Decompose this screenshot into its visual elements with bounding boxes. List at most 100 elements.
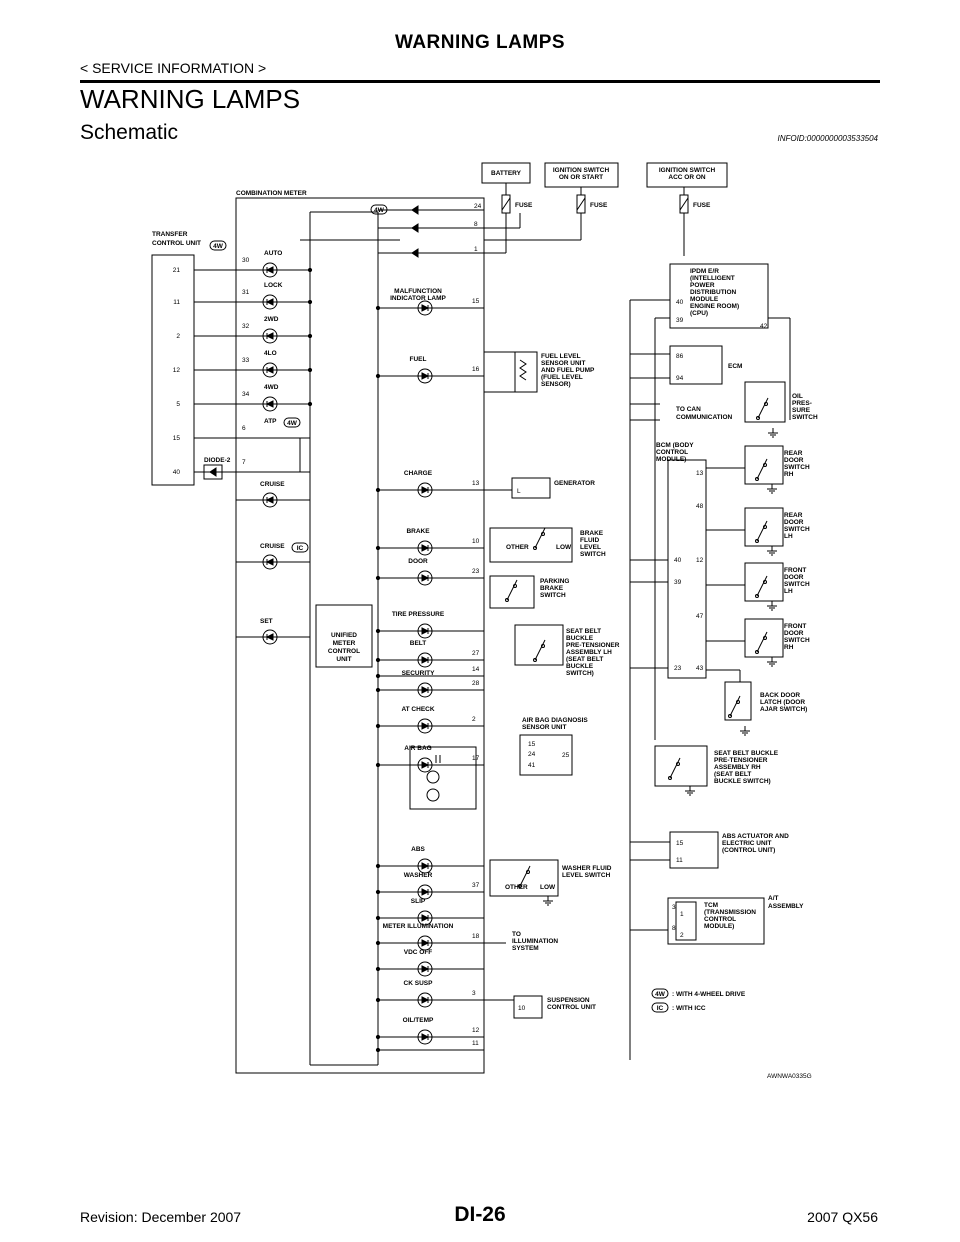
- seat-belt-rh-label: SEAT BELT BUCKLE: [714, 750, 779, 757]
- right-lamp-label: DOOR: [408, 558, 428, 565]
- junction-dot: [307, 333, 313, 339]
- lamp-icon: [417, 961, 433, 977]
- door-switch: [756, 575, 768, 597]
- lamp-diode-icon: [421, 372, 430, 380]
- airbag-unit-box: [519, 734, 573, 776]
- diode-2-icon: [209, 467, 217, 477]
- lamp-diode-icon: [421, 722, 430, 730]
- lamp-icon: [417, 718, 433, 734]
- switch-contact: [728, 714, 732, 718]
- tcm-pin: 3: [672, 904, 676, 911]
- transfer-pin: 12: [173, 367, 181, 374]
- fuel-sensor-resistor: [519, 359, 527, 381]
- ipdm-label: (CPU): [690, 310, 708, 317]
- lamp-icon: [417, 935, 433, 951]
- bcm-label: MODULE): [656, 456, 686, 463]
- meter-control-unit-label: UNIT: [336, 656, 351, 663]
- lamp-icon: [417, 482, 433, 498]
- brake-fluid-label: SWITCH: [580, 551, 606, 558]
- generator-label: GENERATOR: [554, 480, 595, 487]
- door-switch-label: RH: [784, 471, 794, 478]
- fuse-label: FUSE: [693, 202, 711, 209]
- page-header-subtitle: < SERVICE INFORMATION >: [80, 60, 267, 76]
- seat-belt-rh-switch: [669, 757, 681, 779]
- left-lower-lamp-label: CRUISE: [260, 481, 285, 488]
- right-lamp-label: AIR BAG: [404, 745, 431, 752]
- page-header-title: WARNING LAMPS: [394, 32, 566, 53]
- ipdm-pin: 42: [760, 323, 768, 330]
- combination-meter-title: COMBINATION METER: [236, 190, 307, 197]
- left-lamp-label: 2WD: [264, 316, 279, 323]
- abs-box: [669, 831, 719, 869]
- power-diode-icon: [411, 248, 419, 258]
- back-door-label: BACK DOOR: [760, 692, 800, 699]
- lamp-diode-icon: [265, 366, 274, 374]
- legend-text: : WITH ICC: [672, 1005, 706, 1012]
- ecm-pin: 86: [676, 353, 684, 360]
- tcm-pin: 8: [672, 925, 676, 932]
- oil-switch-box: [744, 381, 786, 423]
- junction-dot: [375, 657, 381, 663]
- tcm-label: CONTROL: [704, 916, 736, 923]
- lamp-diode-icon: [265, 332, 274, 340]
- door-switch-label: REAR: [784, 512, 803, 519]
- fuel-sensor-box: [514, 351, 538, 393]
- option-tag-label: 4W: [655, 991, 666, 998]
- seat-belt-rh-label: PRE-TENSIONER: [714, 757, 768, 764]
- door-switch-label: FRONT: [784, 623, 806, 630]
- ipdm-pin: 39: [676, 317, 684, 324]
- bcm-pin: 43: [696, 665, 704, 672]
- junction-dot: [375, 723, 381, 729]
- fuel-sensor-label: FUEL LEVEL: [541, 353, 581, 360]
- junction-dot: [375, 628, 381, 634]
- switch-contact: [756, 416, 760, 420]
- abs-label: ELECTRIC UNIT: [722, 840, 772, 847]
- door-switch-label: SWITCH: [784, 637, 810, 644]
- suspension-label: SUSPENSION: [547, 997, 590, 1004]
- switch-contact: [755, 477, 759, 481]
- airbag-unit-label: SENSOR UNIT: [522, 724, 566, 731]
- junction-dot: [375, 889, 381, 895]
- airbag-pin: 24: [528, 751, 536, 758]
- junction-dot: [307, 299, 313, 305]
- bcm-label: BCM (BODY: [656, 442, 694, 449]
- switch-contact: [505, 598, 509, 602]
- bcm-pin: 13: [696, 470, 704, 477]
- transfer-pin: 40: [173, 469, 181, 476]
- tcm-label: MODULE): [704, 923, 734, 930]
- section-title: WARNING LAMPS: [80, 84, 301, 114]
- washer-switch-box: [489, 859, 559, 897]
- oil-label: OIL: [792, 393, 803, 400]
- airbag-unit-label: AIR BAG DIAGNOSIS: [522, 717, 588, 724]
- illumination-label: ILLUMINATION: [512, 938, 558, 945]
- tcm-box: [675, 901, 697, 941]
- at-assembly-box: [667, 897, 765, 945]
- right-lamp-label: FUEL: [410, 356, 427, 363]
- lamp-diode-icon: [421, 656, 430, 664]
- door-switch-label: LH: [784, 533, 793, 540]
- power-diode-icon: [411, 223, 419, 233]
- oil-pressure-switch: [757, 397, 769, 419]
- right-lamp-label: CHARGE: [404, 470, 433, 477]
- washer-low-label: LOW: [540, 884, 556, 891]
- power-diode-icon: [411, 205, 419, 215]
- schematic-title: Schematic: [80, 121, 179, 144]
- door-switch-box: [744, 562, 784, 602]
- option-tag-label: 4W: [213, 243, 224, 250]
- ecm-pin: 94: [676, 375, 684, 382]
- right-lamp-label: OIL/TEMP: [403, 1017, 434, 1024]
- option-tag: [651, 988, 669, 999]
- left-lamp-label: 4LO: [264, 350, 277, 357]
- junction-dot: [375, 1047, 381, 1053]
- back-door-label: LATCH (DOOR: [760, 699, 805, 706]
- right-lamp-pin: 28: [472, 680, 480, 687]
- fuse-label: FUSE: [515, 202, 533, 209]
- abs-pin: 15: [676, 840, 684, 847]
- lamp-diode-icon: [421, 761, 430, 769]
- lamp-diode-icon: [421, 627, 430, 635]
- suspension-pin: 10: [518, 1005, 526, 1012]
- tcm-pin: 1: [680, 911, 684, 918]
- transfer-pin: 15: [173, 435, 181, 442]
- footer-model: 2007 QX56: [807, 1209, 878, 1225]
- brake-low-label: LOW: [556, 544, 572, 551]
